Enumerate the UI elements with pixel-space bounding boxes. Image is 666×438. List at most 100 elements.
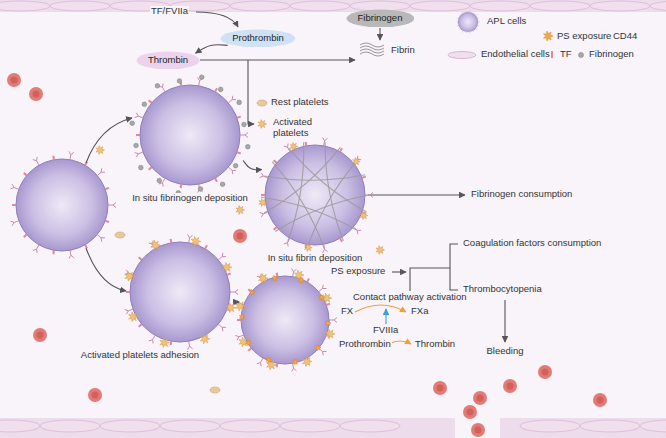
red-blood-cell	[463, 405, 477, 419]
tissue-factor	[237, 117, 241, 118]
activated-platelet	[266, 357, 272, 363]
cd44-receptor	[188, 341, 193, 349]
factor-label: FX	[340, 306, 354, 317]
activated-platelet	[353, 158, 361, 166]
activated-platelet	[222, 262, 232, 272]
tissue-factor	[12, 204, 16, 206]
rest-platelet	[257, 100, 267, 106]
ellipse-outline	[346, 9, 414, 27]
cd44-receptor	[292, 363, 297, 371]
red-blood-cell	[503, 379, 517, 393]
arrow	[200, 59, 355, 60]
apl-cell-node: In situ fibrin deposition	[265, 145, 365, 245]
connector-arrow	[196, 45, 228, 54]
endothelial-cell	[650, 1, 666, 11]
cd44-receptor	[69, 250, 74, 258]
cd44-receptor	[462, 31, 463, 33]
cd44-receptor	[97, 235, 105, 242]
activated-platelet	[376, 246, 385, 255]
protein-label: Prothrombin	[232, 33, 284, 44]
tissue-factor	[139, 257, 142, 260]
tissue-factor	[362, 177, 366, 178]
cd44-receptor	[228, 96, 236, 103]
legend-text: PS exposure	[556, 31, 612, 42]
red-blood-cell-center	[237, 233, 244, 240]
activated-platelet	[325, 320, 331, 326]
cd44-receptor	[260, 173, 268, 178]
red-blood-cell-center	[437, 385, 444, 392]
cell-shape	[130, 242, 230, 342]
activated-platelet	[160, 338, 170, 348]
cd44-receptor	[198, 184, 203, 192]
activated-platelet	[125, 272, 134, 282]
fibrinogen-dot	[130, 121, 135, 126]
tissue-factor	[215, 178, 217, 181]
fibrinogen-dot	[246, 144, 251, 149]
vessel-wall-top	[0, 0, 666, 12]
cd44-receptor	[228, 167, 236, 174]
tissue-factor	[227, 274, 231, 275]
endothelial-cell	[590, 1, 650, 11]
tissue-factor	[466, 11, 467, 13]
legend-text: TF	[559, 49, 573, 60]
apl-cell	[241, 276, 329, 364]
tissue-factor	[274, 227, 277, 230]
cd44-receptor	[292, 268, 297, 276]
cd44-receptor	[33, 157, 39, 165]
red-blood-cell-center	[477, 395, 484, 402]
fibrinogen-dot	[142, 102, 147, 107]
activated-platelet	[315, 345, 321, 351]
protein-label: Thrombin	[148, 55, 188, 66]
cd44-receptor	[470, 10, 471, 12]
tf-label: TF/FVIIa	[150, 6, 189, 17]
outcome-label: Thrombocytopenia	[462, 284, 543, 295]
activated-platelet	[325, 329, 335, 339]
platelet-label: Rest platelets	[270, 97, 330, 108]
legend-text: Endothelial cells	[480, 49, 551, 60]
tissue-factor	[477, 25, 479, 26]
arrow	[233, 301, 239, 302]
endothelial-cell	[470, 1, 530, 11]
endothelial-cell	[0, 420, 40, 432]
tissue-factor	[457, 22, 459, 23]
red-blood-cell	[88, 388, 102, 402]
activated-platelet	[129, 312, 139, 322]
activated-platelet	[544, 31, 554, 41]
tissue-factor	[136, 134, 140, 136]
cd44-receptor	[329, 318, 337, 323]
activated-platelet	[200, 334, 210, 344]
fibrin-fiber	[307, 161, 357, 249]
tissue-factor	[139, 324, 142, 327]
cell-shape	[140, 85, 240, 185]
cd44-receptor	[462, 11, 463, 13]
activated-platelet	[191, 237, 201, 247]
cd44-receptor	[97, 168, 105, 175]
arrow	[368, 194, 465, 195]
endothelial-cell	[0, 1, 50, 11]
cd44-receptor	[135, 113, 143, 118]
cd44-receptor	[135, 152, 143, 157]
red-blood-cell-center	[597, 397, 604, 404]
fibrinogen-dot	[199, 75, 204, 80]
ps-label: PS exposure	[330, 266, 386, 277]
red-blood-cell-center	[11, 77, 18, 84]
fibrinogen-dot	[220, 182, 225, 187]
rest-platelet	[210, 387, 220, 393]
activated-platelet	[151, 240, 161, 250]
tissue-factor	[326, 304, 330, 305]
fibrinogen-dot	[237, 100, 242, 105]
activated-platelet	[239, 314, 245, 320]
legend-apl-icon	[457, 10, 480, 34]
activated-platelet	[96, 146, 105, 155]
cell-shape	[265, 145, 365, 245]
cd44-receptor	[10, 184, 18, 189]
cd44-receptor	[457, 17, 459, 18]
endothelial-cell	[50, 1, 110, 11]
endothelial-cell	[340, 420, 400, 432]
cd44-receptor	[260, 212, 268, 217]
fibrinogen-dot	[218, 87, 223, 92]
protein-ellipse: Thrombin	[136, 51, 200, 70]
cd44-receptor	[478, 21, 480, 22]
arrow	[196, 12, 238, 27]
